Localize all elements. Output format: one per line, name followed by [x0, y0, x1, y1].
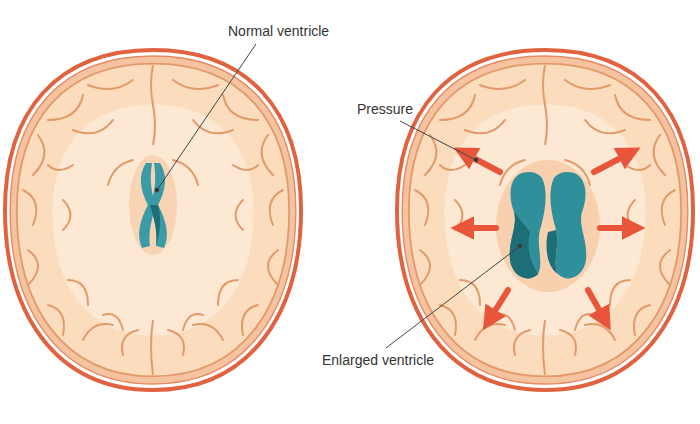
callout-label: Normal ventricle — [226, 23, 331, 40]
normal-brain — [5, 50, 301, 390]
callout-label: Enlarged ventricle — [320, 352, 436, 369]
leader-lines — [155, 44, 522, 348]
callout-label: Pressure — [355, 101, 415, 118]
hydrocephalus-brain — [397, 50, 693, 390]
